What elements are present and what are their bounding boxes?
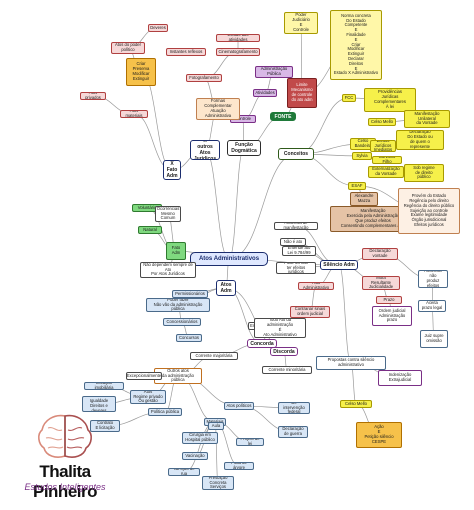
brand-tagline: Estudos Inteligentes <box>24 482 106 492</box>
node-cirurgia: Cirurgia em Hospital público <box>182 432 218 444</box>
node-atos-poder-politico: Atos do poder político <box>111 42 145 54</box>
node-deveres: Deveres <box>148 24 168 32</box>
node-fonte: FONTE <box>270 112 296 121</box>
node-concessionarios: Concessionários <box>163 318 201 326</box>
node-concorda: Concorda <box>247 339 277 348</box>
node-manifestacao-vontade: Manifestação Unilateral da Vontade <box>404 110 450 128</box>
node-cespe: Alexandre Mazza <box>350 192 378 206</box>
node-center: Atos Administrativos <box>190 252 268 266</box>
node-agentes-publicos: Sob regime de direito público <box>404 164 444 182</box>
brain-logo-icon <box>38 414 92 458</box>
node-poder-fazer: Poder fazer Não vão da administração púb… <box>146 298 210 312</box>
node-natural: Natural <box>138 226 162 234</box>
node-provem-estado: Provém do Estado Regência pelo direito R… <box>398 188 460 234</box>
node-locacao: Locação imobiliária <box>84 382 124 390</box>
node-fcc: FCC <box>342 94 356 102</box>
node-esaf: ESAF <box>348 182 366 190</box>
node-sylvia: Sylvia <box>352 152 372 160</box>
node-declaracao-vontade: Declaração vontade <box>362 248 398 260</box>
node-ordem-judicial: Ordem judicial Administração prazo <box>372 306 412 326</box>
node-fotografamento: Fotografamento <box>186 74 222 82</box>
node-atividades: Atividades <box>253 89 277 97</box>
node-prestacao: Prestação Concreta Serviços <box>202 476 234 490</box>
brand-block: Thalita Pinheiro Estudos Inteligentes <box>6 412 124 508</box>
node-prazo: Prazo <box>376 296 402 304</box>
node-nao-dependem: Não dependem sempre de Ato Por Atos Jurí… <box>140 262 196 278</box>
node-fato-adm: X Fato Adm <box>163 160 181 180</box>
node-fatos-adm: Fato Adm <box>166 242 186 260</box>
node-todo-ato: Todo Ato da administração É Ato Administ… <box>254 318 306 338</box>
node-funcao-dogmatica: Função Dogmática <box>227 140 261 156</box>
node-cinematografia: Cinematografamento <box>216 48 260 56</box>
node-declaracao-guerra: Declaração de guerra <box>278 426 308 438</box>
node-externalizacao-vontade: Externalização da Vontade <box>368 166 404 178</box>
node-atos-regime: Atos Regime privado Ou gestão <box>130 390 166 404</box>
node-projeto-lei: Projeto de lei <box>236 438 264 446</box>
node-formas-atuacao: Formas Complementar Atuação Administrati… <box>196 98 240 120</box>
node-poda: Poda de árvore <box>224 462 254 470</box>
node-corrente-minoritaria: Corrente minoritária <box>262 366 312 374</box>
node-ocorrencias: Ocorrências Mesmo Comum <box>155 206 181 222</box>
node-ausencia-manifestacao: Ausência de manifestação <box>274 222 318 230</box>
node-permissionarios: Permissionários <box>172 290 208 298</box>
node-propostas-contra: Propostas contra silêncio administrativo <box>316 356 386 370</box>
node-produz-efeitos: Criar Preserva Modificar Extinguir <box>126 58 156 86</box>
node-omissao: Fato Administrativo <box>298 282 334 290</box>
node-outros-atos: Outros atos da administração pública <box>154 368 202 384</box>
node-conceitos: Conceitos <box>278 148 314 160</box>
node-entende-ato: Entende ato Lei 9.784/99 <box>282 246 316 256</box>
node-de-intervencao: De intervenção federal <box>278 402 310 414</box>
node-norma-concreta: Norma concreta Do Estado Competente E Fi… <box>330 10 382 80</box>
node-acao-judicial: Aceita prazo legal <box>418 300 446 312</box>
node-silencio-adm: Silêncio Adm <box>320 260 358 270</box>
node-discorda: Discorda <box>270 347 298 356</box>
node-carvalho-filho: Carvalho Filho <box>372 156 402 164</box>
node-silencio-nao-ato: Não é ato <box>280 238 306 246</box>
node-celso-mello: Celso Mello <box>368 118 396 126</box>
node-poder-judiciario: Poder Judiciário E Controle <box>284 12 318 34</box>
node-contrato: Contrato E licitação <box>90 420 120 432</box>
node-efeitos-juridicos: Efeitos Jurídicos Imediatos <box>370 140 396 152</box>
node-instantes-reflexos: Instantes reflexos <box>166 48 206 56</box>
node-atos-adm: Atos Adm <box>216 280 236 296</box>
node-atos-politicos: Atos políticos <box>224 402 254 410</box>
node-excepcionalmente: Excepcionalmente <box>126 372 162 380</box>
node-providencias: Providências Jurídicas Complementares À … <box>364 88 416 112</box>
node-indenizacao: Indenização Extrajudicial <box>378 370 422 386</box>
node-aula: Aula <box>208 422 224 430</box>
node-celso-bandeira: Celso Bandeira <box>350 138 376 150</box>
node-sem-fim: Sem fim lucro/ Igualdade Direitos e deve… <box>82 396 116 412</box>
node-celso-mello2: Celso Mello <box>340 400 372 408</box>
node-pode-ou-nao: Pode ou não ter efeitos jurídicos <box>276 262 316 274</box>
node-administracao-publica: Administração Pública <box>255 66 293 78</box>
node-declaracao-estado: Declaração Do Estado ou de quem o repres… <box>396 130 444 150</box>
node-contrariar-ordem: Contrariar sinais ordem judicial <box>290 306 330 318</box>
node-x-outros-atos: X outros Atos Jurídicos <box>190 140 220 160</box>
node-acao-silencio: Ação E Petição silêncio CESPE <box>356 422 402 448</box>
node-juiz-supre: Juiz supre omissão <box>420 330 448 348</box>
node-ausencia-efeitos: Ausência não produz efeitos <box>418 270 448 288</box>
node-limite-controle: Limite Mecanismo de controle do ato adm <box>287 78 317 108</box>
node-atos-materiais: Atos materiais <box>120 110 148 118</box>
node-politica-publica: Política pública <box>148 408 182 416</box>
brand-name: Thalita Pinheiro <box>32 462 98 501</box>
node-varricao: Varrição de rua <box>168 468 200 476</box>
node-mora: Mora Resultante Judicialidade <box>362 276 400 290</box>
node-atos-privados: Atos privados <box>80 92 106 100</box>
node-vacinacao: Vacinação <box>182 452 208 460</box>
node-concursos: Concursos <box>176 334 202 342</box>
node-estudo-atividades: Estudo das atividades <box>216 34 260 42</box>
node-corrente-majoritaria: Corrente majoritária <box>190 352 238 360</box>
